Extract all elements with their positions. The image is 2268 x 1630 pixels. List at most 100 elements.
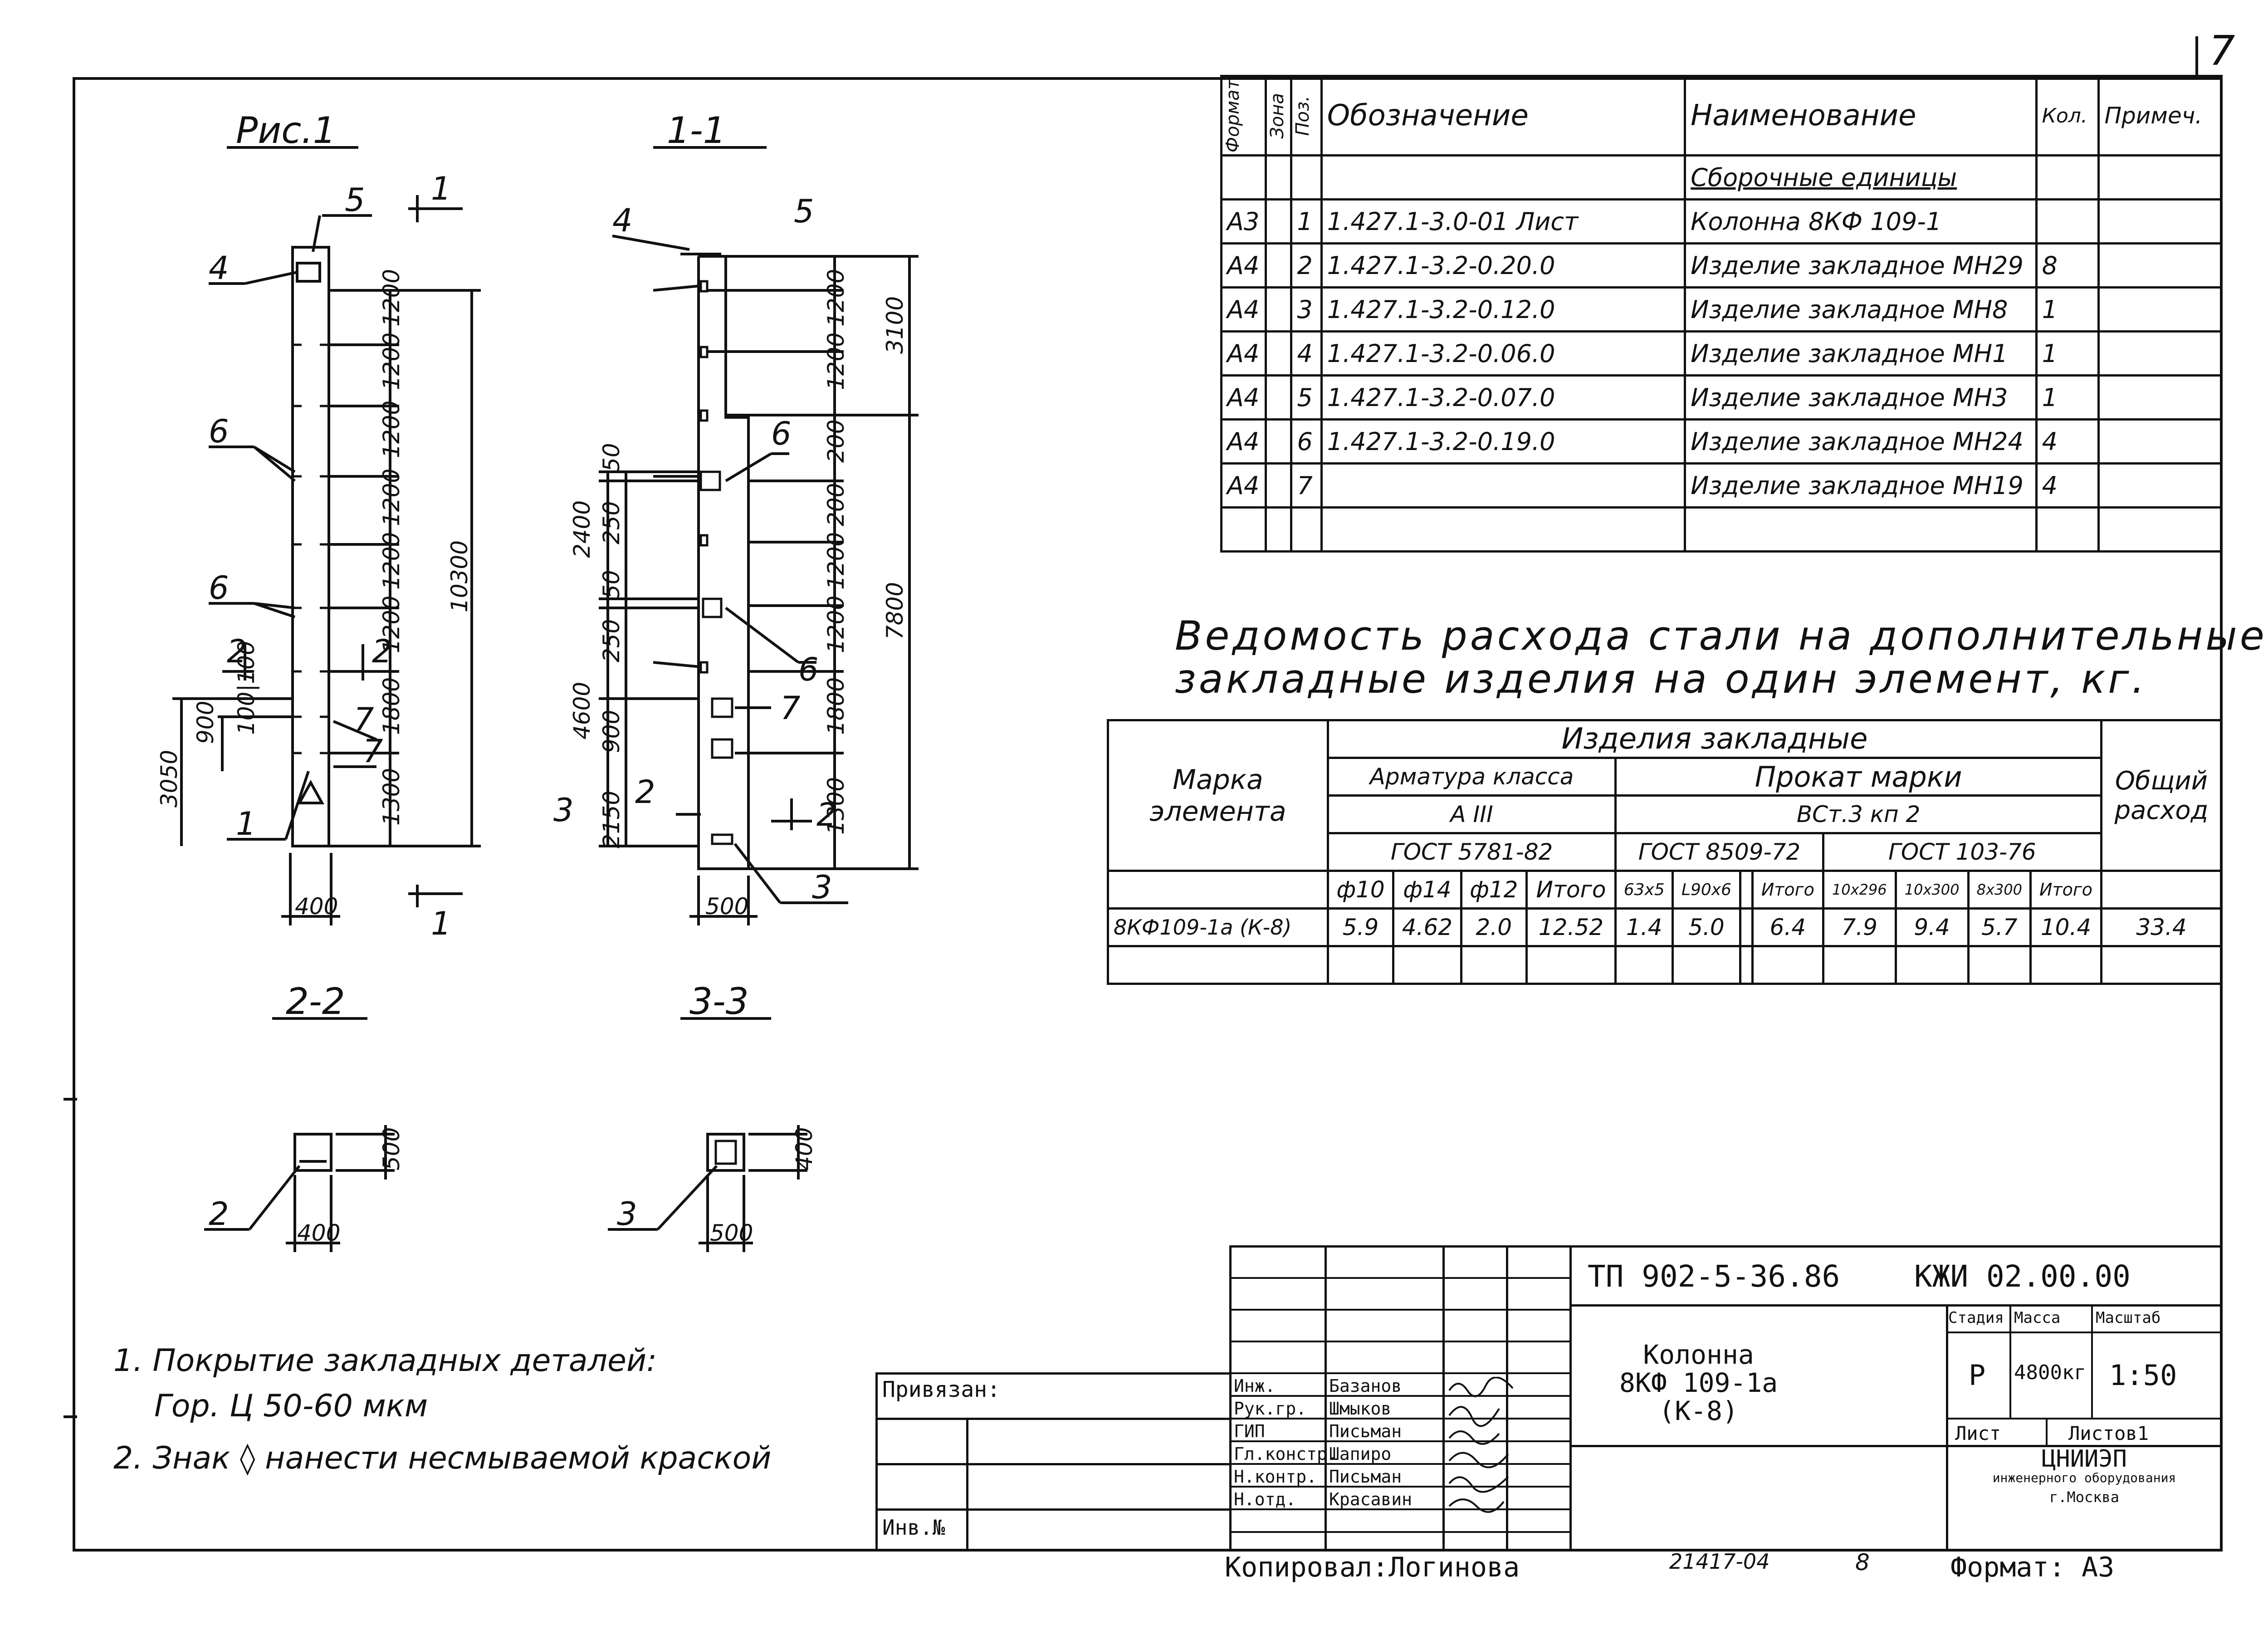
svg-text:1200: 1200	[823, 333, 849, 390]
mass-value: 4800кг	[2014, 1361, 2086, 1384]
drawing-mark: 8КФ 109-1а	[1619, 1367, 1778, 1398]
signatures	[1448, 1377, 1514, 1513]
svg-text:3100: 3100	[882, 296, 908, 354]
svg-text:100|100: 100|100	[233, 641, 259, 735]
svg-text:400: 400	[791, 1127, 817, 1170]
svg-text:900: 900	[192, 701, 219, 744]
col-total: Общий расход	[2100, 719, 2223, 872]
svg-text:400: 400	[295, 893, 338, 920]
svg-text:1200: 1200	[823, 532, 849, 590]
svg-text:3050: 3050	[156, 750, 182, 808]
inv-label: Инв.№	[882, 1515, 945, 1540]
frame-left	[73, 77, 75, 1552]
svg-text:1200: 1200	[823, 269, 849, 327]
role-label: Н.отд.	[1234, 1489, 1296, 1509]
svg-text:1200: 1200	[378, 596, 405, 653]
svg-text:1: 1	[236, 805, 256, 842]
org-name: ЦНИИЭП	[2042, 1445, 2127, 1473]
svg-text:500: 500	[378, 1127, 405, 1170]
svg-text:2: 2	[227, 633, 247, 670]
svg-text:1200: 1200	[378, 532, 405, 590]
col-qty: Кол.	[2035, 75, 2100, 157]
svg-text:6: 6	[771, 415, 792, 452]
table-row	[1107, 945, 2223, 985]
svg-text:1200: 1200	[378, 269, 405, 327]
archive-sheet: 8	[1855, 1549, 1870, 1576]
svg-text:10300: 10300	[446, 540, 473, 612]
person-name: Шапиро	[1329, 1444, 1392, 1464]
svg-text:1800: 1800	[823, 677, 849, 735]
archive-number: 21417-04	[1669, 1549, 1770, 1574]
col-designation: Обозначение	[1320, 75, 1686, 157]
margin-tick	[64, 1098, 77, 1101]
person-name: Красавин	[1329, 1489, 1413, 1509]
role-label: ГИП	[1234, 1421, 1265, 1441]
svg-text:250: 250	[598, 619, 625, 662]
svg-text:7: 7	[363, 733, 383, 770]
svg-text:5: 5	[345, 181, 365, 219]
table-row: Сборочные единицы	[1220, 154, 2223, 201]
page-number-divider	[2195, 36, 2198, 77]
svg-text:1300: 1300	[823, 777, 849, 835]
stage-value: Р	[1969, 1359, 1986, 1392]
svg-text:1800: 1800	[378, 677, 405, 735]
specification-table: Формат Зона Поз. Обозначение Наименовани…	[1220, 75, 2223, 553]
svg-text:2: 2	[372, 633, 392, 670]
project-number: ТП 902-5-36.86	[1588, 1259, 1840, 1294]
sec11-title: 1-1	[667, 109, 726, 152]
svg-text:2400: 2400	[569, 500, 595, 558]
col-note: Примеч.	[2097, 75, 2223, 157]
svg-text:500: 500	[705, 893, 748, 920]
table-row	[1220, 506, 2223, 553]
role-label: Н.контр.	[1234, 1467, 1317, 1487]
org-city: г.Москва	[2049, 1488, 2120, 1506]
sec33-title: 3-3	[689, 980, 749, 1023]
frame-bottom	[73, 1549, 2223, 1552]
drawing-name: Колонна	[1643, 1339, 1754, 1370]
role-label: Рук.гр.	[1234, 1399, 1307, 1419]
svg-text:1300: 1300	[378, 768, 405, 826]
svg-text:200: 200	[823, 483, 849, 526]
frame-top	[73, 77, 2223, 80]
person-name: Шмыков	[1329, 1399, 1392, 1419]
note-1-coating: Гор. Ц 50-60 мкм	[154, 1388, 428, 1424]
svg-text:7: 7	[354, 701, 374, 738]
svg-text:6: 6	[209, 569, 229, 607]
svg-text:1200: 1200	[378, 401, 405, 458]
title-block: Привязан: Инв.№ Инж. Рук.гр. ГИП Гл.конс…	[875, 1245, 2223, 1552]
svg-text:200: 200	[823, 420, 849, 463]
copied-by: Копировал:Логинова	[1225, 1552, 1520, 1583]
svg-text:2: 2	[816, 796, 837, 833]
svg-text:1200: 1200	[378, 333, 405, 390]
page-number: 7	[2209, 27, 2235, 75]
role-label: Гл.констр.	[1234, 1444, 1338, 1464]
svg-text:2: 2	[635, 773, 655, 811]
svg-text:900: 900	[598, 710, 625, 753]
privyazan-label: Привязан:	[882, 1377, 1001, 1402]
svg-text:6: 6	[209, 413, 229, 450]
fig1-title: Рис.1	[236, 109, 336, 152]
margin-tick	[64, 1415, 77, 1418]
svg-text:3: 3	[617, 1195, 637, 1233]
svg-text:400: 400	[297, 1220, 340, 1246]
column-drawings: Рис.1 1-1 2-2 3-3 5 4 6 6 7 7 1 1 1 2 2 …	[156, 109, 919, 1252]
svg-text:6: 6	[798, 651, 819, 688]
svg-text:250: 250	[598, 501, 625, 544]
scale-value: 1:50	[2109, 1359, 2177, 1392]
svg-text:5: 5	[794, 193, 814, 230]
svg-text:1: 1	[431, 170, 451, 207]
role-label: Инж.	[1234, 1376, 1276, 1396]
col-name: Наименование	[1684, 75, 2038, 157]
format-label: Формат: А3	[1950, 1552, 2115, 1583]
steel-title-line1: Ведомость расхода стали на дополнительны…	[1175, 612, 2267, 659]
col-mark: Марка элемента	[1107, 719, 1329, 872]
svg-text:4: 4	[612, 202, 633, 239]
